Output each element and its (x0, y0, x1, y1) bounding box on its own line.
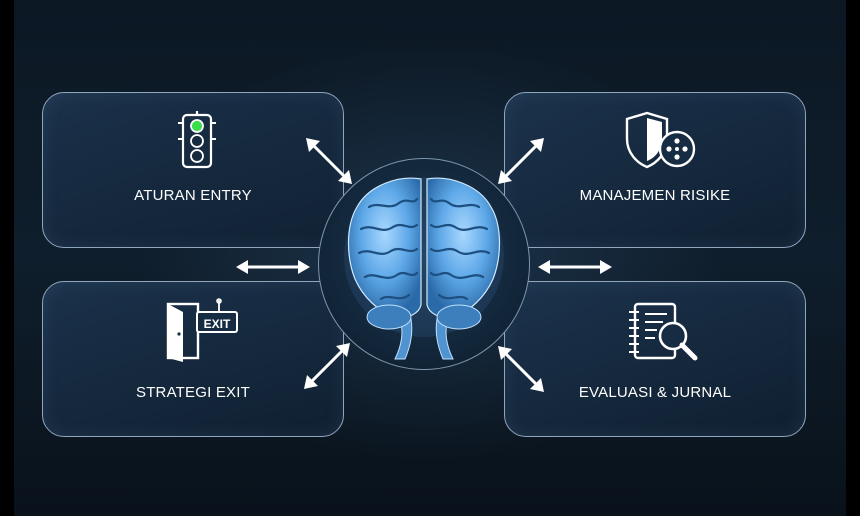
arrow-bottom-left-diagonal (304, 343, 350, 389)
arrow-bottom-right-diagonal (498, 346, 544, 392)
card-manajemen-risike: MANAJEMEN RISIKE (504, 92, 806, 248)
center-hub (318, 158, 530, 370)
arrow-top-right-diagonal (498, 138, 544, 184)
card-aturan-entry: ATURAN ENTRY (42, 92, 344, 248)
arrow-right-horizontal (538, 260, 612, 274)
journal-magnifier-icon (629, 302, 698, 361)
brain-icon (344, 177, 504, 360)
shield-icon (625, 111, 696, 169)
label-evaluasi-jurnal: EVALUASI & JURNAL (578, 384, 732, 401)
card-evaluasi-jurnal: EVALUASI & JURNAL (504, 281, 806, 437)
exit-sign-text: EXIT (203, 317, 231, 331)
arrow-left-horizontal (236, 260, 310, 274)
arrow-top-left-diagonal (306, 138, 352, 184)
letterbox-right (846, 0, 860, 516)
traffic-light-icon (178, 111, 216, 169)
letterbox-left (0, 0, 14, 516)
label-manajemen-risike: MANAJEMEN RISIKE (579, 187, 731, 204)
label-aturan-entry: ATURAN ENTRY (134, 187, 252, 204)
exit-door-icon (166, 298, 238, 362)
card-strategi-exit: EXIT STRATEGI EXIT (42, 281, 344, 437)
label-strategi-exit: STRATEGI EXIT (135, 384, 250, 401)
